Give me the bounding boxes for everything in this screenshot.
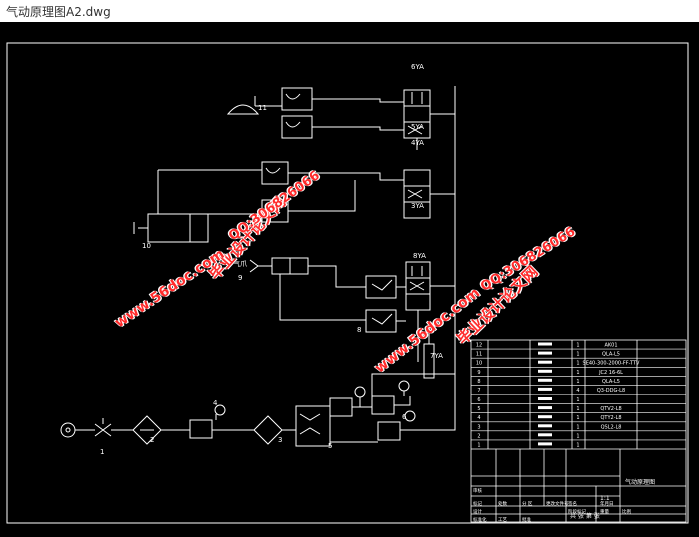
window-title: 气动原理图A2.dwg — [6, 5, 111, 19]
bom-row-qty: 1 — [576, 352, 579, 358]
pneumatic-diagram: 6YA 5YA 4YA 3YA 8YA 7YA 1 2 4 3 5 6 8 9 … — [6, 42, 689, 524]
drawing-canvas[interactable]: 6YA 5YA 4YA 3YA 8YA 7YA 1 2 4 3 5 6 8 9 … — [0, 22, 699, 537]
bom-row-name-glyph — [538, 415, 552, 419]
bom-row-material: SE40-300-2000-FF-TTV — [583, 361, 640, 367]
bom-row-number: 2 — [477, 433, 480, 439]
bom-row-name-glyph — [538, 433, 552, 437]
solenoid-label-6ya: 6YA — [411, 63, 424, 71]
air-gripper-label: 气爪 — [233, 259, 247, 268]
solenoid-label-3ya: 3YA — [411, 202, 424, 210]
valve-group-middle — [133, 161, 455, 243]
title-block-label: 审核 — [473, 487, 482, 494]
bom-row-qty: 1 — [576, 370, 579, 376]
bom-row-number: 12 — [476, 343, 482, 349]
bom-row-number: 3 — [477, 424, 480, 430]
bom-row-material: QTY2-L8 — [601, 415, 622, 421]
bom-row-name-glyph — [538, 351, 552, 355]
drawing-name: 气动原理图 — [625, 478, 655, 486]
bom-row-number: 1 — [477, 443, 480, 449]
title-block-label: 分 区 — [522, 500, 533, 507]
bom-row-qty: 1 — [576, 379, 579, 385]
title-block-label: 年月日 — [600, 500, 614, 507]
bom-row-name-glyph — [538, 360, 552, 364]
bom-row-number: 4 — [477, 415, 480, 421]
solenoid-label-5ya: 5YA — [411, 123, 424, 131]
bom-row-material: Q3-DDG-L8 — [597, 388, 625, 394]
component-number-6: 6 — [402, 413, 407, 421]
bom-row-qty: 1 — [576, 361, 579, 367]
solenoid-label-8ya: 8YA — [413, 252, 426, 260]
supply-chain — [60, 374, 456, 447]
title-block-label: 处数 — [498, 500, 507, 507]
bom-row-number: 10 — [476, 361, 482, 367]
bom-row-qty: 1 — [576, 433, 579, 439]
bom-row-material: QTV2-L8 — [600, 406, 621, 412]
component-number-9: 9 — [238, 274, 242, 282]
window-titlebar: 气动原理图A2.dwg — [0, 0, 699, 23]
bom-row-number: 5 — [477, 406, 480, 412]
bom-row-qty: 1 — [576, 424, 579, 430]
title-block-label: 标记 — [473, 500, 482, 507]
bom-row-number: 6 — [477, 397, 480, 403]
bom-row-qty: 4 — [576, 388, 579, 394]
bom-row-name-glyph — [538, 342, 552, 346]
bom-row-qty: 1 — [576, 443, 579, 449]
bom-row-material: QLA-L5 — [602, 379, 620, 385]
title-block-text: 气动原理图 1:1 共 张 第 张 — [570, 478, 655, 520]
component-number-5: 5 — [328, 442, 332, 450]
title-block-label: 工艺 — [498, 517, 507, 523]
valve-group-lower — [249, 257, 455, 379]
title-block-label: 设计 — [473, 508, 482, 515]
bom-row-material: AK01 — [604, 343, 617, 349]
bom-row-qty: 1 — [576, 343, 579, 349]
title-block-label: 签名 — [568, 500, 577, 507]
bom-row-qty: 1 — [576, 406, 579, 412]
bom-row-qty: 1 — [576, 397, 579, 403]
component-number-4: 4 — [213, 399, 218, 407]
bom-row-lines — [471, 348, 686, 441]
sheet-info: 共 张 第 张 — [570, 512, 600, 520]
bom-row-name-glyph — [538, 387, 552, 391]
bom-row-number: 8 — [477, 379, 480, 385]
bom-row-name-glyph — [538, 397, 552, 400]
valve-group-top — [226, 87, 455, 150]
title-block-label: 标准化 — [473, 516, 487, 523]
solenoid-label-7ya: 7YA — [430, 352, 443, 360]
bom-row-material: QSL2-L8 — [601, 424, 622, 430]
title-block-label: 批准 — [522, 516, 531, 523]
component-number-8: 8 — [357, 326, 361, 334]
scale-value: 1:1 — [600, 495, 610, 502]
title-block-label: 重量 — [600, 508, 609, 515]
title-block-label: 更改文件号 — [546, 500, 569, 507]
component-number-1: 1 — [100, 448, 104, 456]
bom-row-name-glyph — [538, 424, 552, 428]
bom-row-number: 9 — [477, 370, 480, 376]
bom-row-name-glyph — [538, 369, 552, 373]
component-number-2: 2 — [150, 436, 154, 444]
title-block-label: 比例 — [622, 508, 631, 515]
drawing-border — [6, 42, 689, 524]
bom-row-name-glyph — [538, 378, 552, 382]
title-block-label: 阶段标记 — [568, 508, 586, 515]
bom-row-number: 11 — [476, 352, 482, 358]
component-number-3: 3 — [278, 436, 282, 444]
component-number-10: 10 — [142, 242, 151, 250]
bom-row-number: 7 — [477, 388, 480, 394]
bom-row-name-glyph — [538, 442, 552, 446]
bom-row-material: QLA-L5 — [602, 352, 620, 358]
supply-line-vertical — [371, 86, 456, 400]
component-number-11: 11 — [258, 104, 267, 112]
bom-row-name-glyph — [538, 406, 552, 410]
bom-row-material: JC2 16-6L — [598, 370, 623, 376]
bom-row-qty: 1 — [576, 415, 579, 421]
solenoid-label-4ya: 4YA — [411, 139, 424, 147]
